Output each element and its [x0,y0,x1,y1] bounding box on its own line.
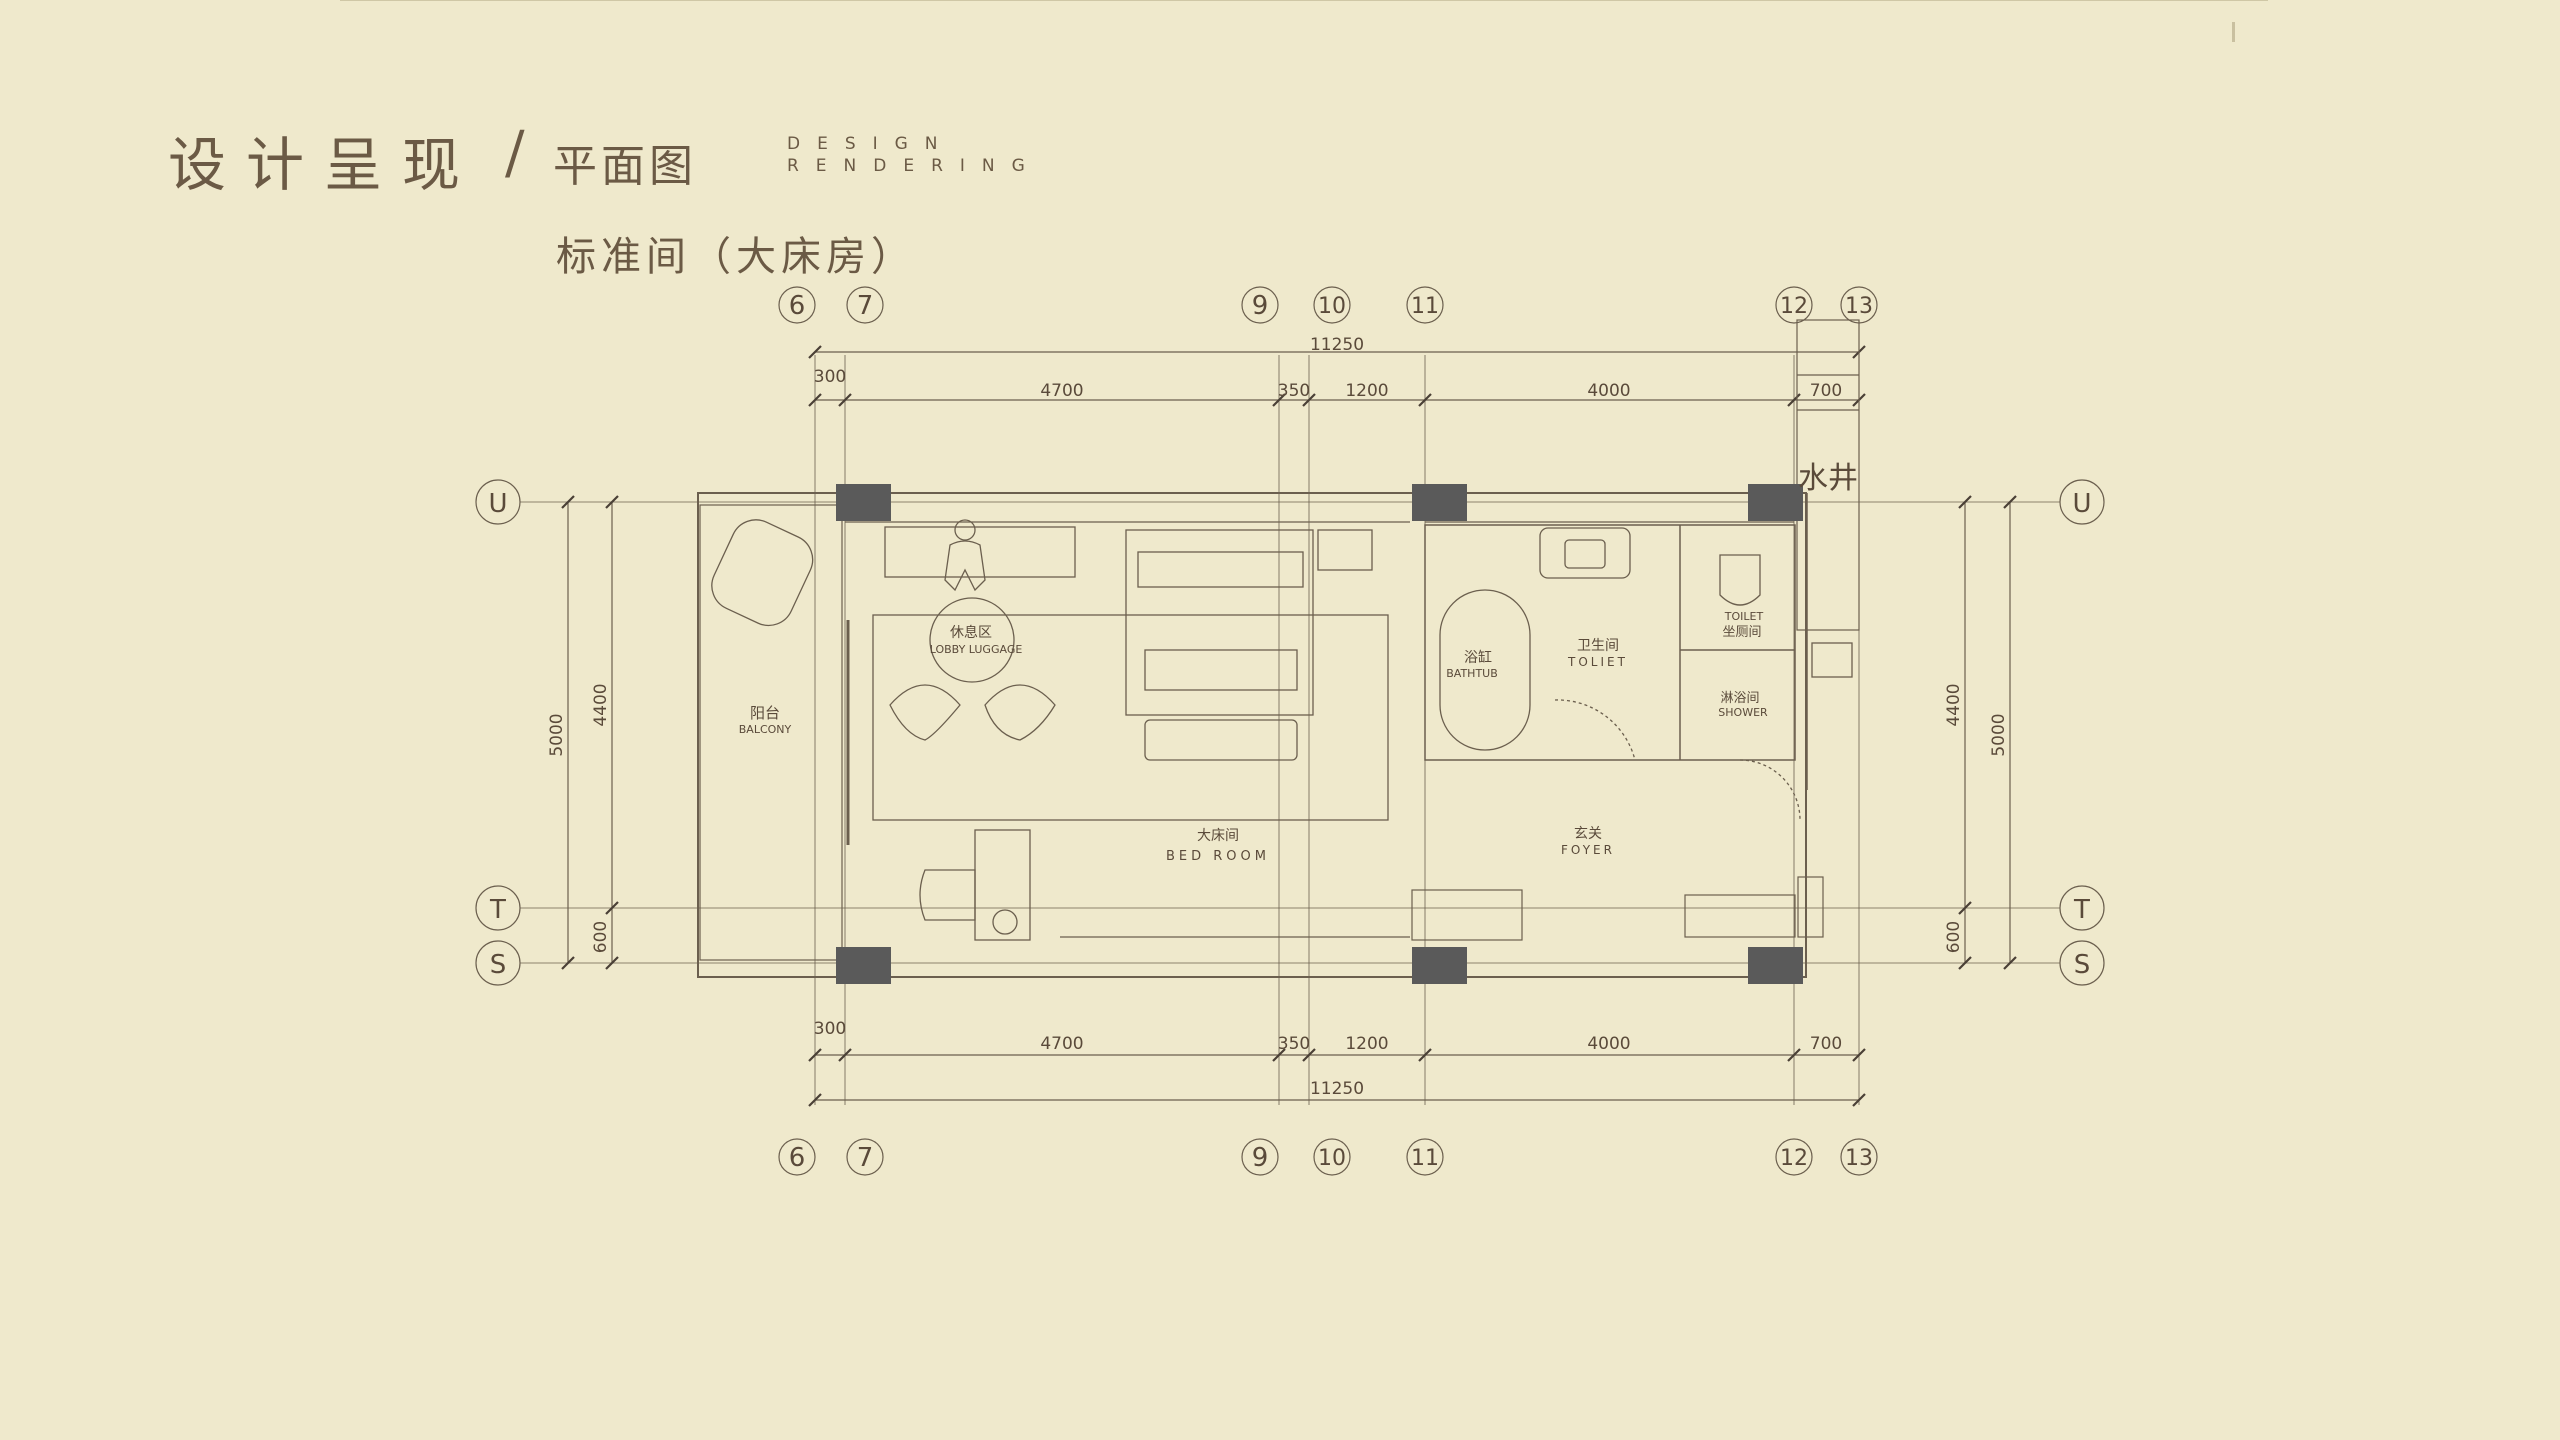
dim-1200-bottom: 1200 [1345,1034,1388,1054]
lobby-en: LOBBY LUGGAGE [930,643,1023,656]
toilet-en: TOLIET [1567,655,1628,669]
bedroom-en: BED ROOM [1166,849,1270,864]
dim-4400-right: 4400 [1944,683,1964,726]
dim-700-top: 700 [1810,381,1842,401]
grid-bubble-labels: 6 7 9 10 11 12 13 6 7 9 10 11 12 13 U T … [488,291,2091,1173]
shower-cn: 淋浴间 [1720,691,1759,706]
grid-label-s-right: S [2074,950,2091,980]
armchair-right [984,684,1056,741]
grid-label-u-left: U [488,489,507,519]
grid-label-11-top: 11 [1411,294,1439,319]
dim-5000-right: 5000 [1989,713,2009,756]
dim-350-bottom: 350 [1278,1034,1310,1054]
grid-label-9-bottom: 9 [1252,1143,1269,1173]
basin [1539,527,1631,579]
dim-4700-top: 4700 [1040,381,1083,401]
dimension-ticks [561,345,2017,1107]
dim-total-top: 11250 [1310,335,1364,355]
dim-1200-top: 1200 [1345,381,1388,401]
english-title-line-2: RENDERING [787,156,1042,176]
rug [872,614,1389,821]
grid-label-13-top: 13 [1845,294,1873,319]
side-table [929,597,1015,683]
desk [974,829,1031,941]
desk-chair [919,869,976,921]
shaft-box [1811,642,1853,678]
dim-4700-bottom: 4700 [1040,1034,1083,1054]
page-title: 设计呈现 [168,131,481,199]
english-title-line-1: DESIGN [787,134,955,154]
title-slash: / [505,118,525,186]
lobby-cn: 休息区 [950,624,992,641]
water-shaft-cn: 水井 [1798,461,1858,496]
wc [1719,554,1761,606]
wc-cn: 坐厕间 [1722,625,1761,640]
balcony-cn: 阳台 [750,704,780,722]
dim-total-bottom: 11250 [1310,1079,1364,1099]
shower-en: SHOWER [1718,706,1768,719]
page-subtitle: 平面图 [553,141,697,192]
grid-label-12-bottom: 12 [1780,1146,1808,1171]
grid-label-12-top: 12 [1780,294,1808,319]
grid-label-6-bottom: 6 [789,1143,806,1173]
bathroom-outline [1424,524,1796,761]
dim-700-bottom: 700 [1810,1034,1842,1054]
bathtub [1439,589,1531,751]
balcony-chair [711,519,814,627]
wc-en: TOILET [1724,610,1764,623]
dimension-labels: 11250 300 4700 350 1200 4000 700 300 470… [547,335,2009,1099]
grid-label-10-top: 10 [1318,294,1346,319]
dim-600-left: 600 [591,921,611,953]
grid-label-s-left: S [490,950,507,980]
dim-350-top: 350 [1278,381,1310,401]
outer-wall [697,492,1807,978]
foyer-cn: 玄关 [1574,825,1602,842]
grid-label-6-top: 6 [789,291,806,321]
columns [836,484,1803,984]
water-shaft [1796,319,1860,631]
grid-label-t-right: T [2073,895,2090,925]
bathtub-en: BATHTUB [1446,667,1498,680]
foyer-en: FOYER [1561,843,1615,857]
bathtub-cn: 浴缸 [1464,649,1492,666]
dim-5000-left: 5000 [547,713,567,756]
grid-label-11-bottom: 11 [1411,1146,1439,1171]
balcony-en: BALCONY [739,723,792,736]
dim-4000-top: 4000 [1587,381,1630,401]
grid-label-13-bottom: 13 [1845,1146,1873,1171]
dimension-lines [567,351,2011,1101]
dim-600-right: 600 [1944,921,1964,953]
bedroom-cn: 大床间 [1197,828,1239,844]
walls [697,319,1860,978]
toilet-cn: 卫生间 [1577,638,1619,654]
grid-label-t-left: T [489,895,506,925]
header-rule [340,0,2268,1]
armchair-left [889,684,961,741]
bed [1125,529,1314,716]
grid-label-10-bottom: 10 [1318,1146,1346,1171]
balcony-outline [699,504,843,961]
grid-label-7-top: 7 [857,291,874,321]
furniture [711,519,1853,941]
grid-bubbles [475,286,2105,1176]
room-type-title: 标准间（大床房） [556,234,916,280]
bench [1144,719,1298,761]
corner-mark [2232,22,2235,42]
grid-label-u-right: U [2072,489,2091,519]
grid-label-7-bottom: 7 [857,1143,874,1173]
dim-300-top: 300 [814,367,846,387]
dim-4000-bottom: 4000 [1587,1034,1630,1054]
dim-300-bottom: 300 [814,1019,846,1039]
room-labels: 阳台 BALCONY 休息区 LOBBY LUGGAGE 大床间 BED ROO… [739,461,1858,864]
dim-4400-left: 4400 [591,683,611,726]
person-figure [944,519,986,592]
grid-label-9-top: 9 [1252,291,1269,321]
